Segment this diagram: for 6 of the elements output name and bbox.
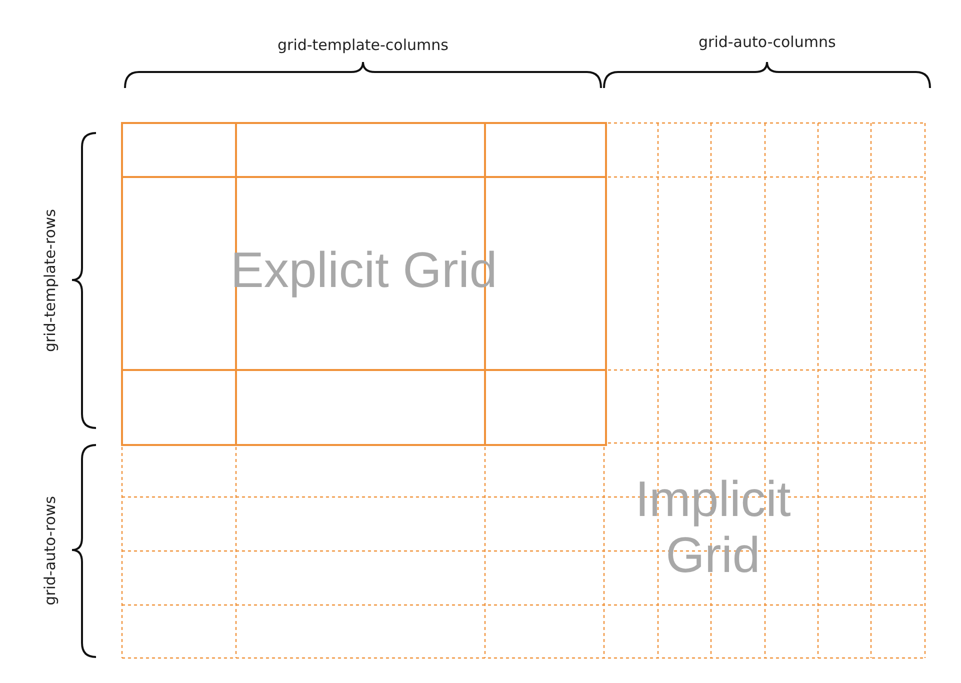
- explicit-grid-area: [121, 122, 607, 446]
- grid-title: Implicit Grid: [634, 471, 792, 583]
- axis-label: grid-auto-rows: [41, 496, 59, 605]
- axis-label: grid-template-rows: [41, 208, 59, 352]
- axis-label: grid-template-columns: [278, 36, 448, 54]
- axis-label: grid-auto-columns: [698, 33, 836, 51]
